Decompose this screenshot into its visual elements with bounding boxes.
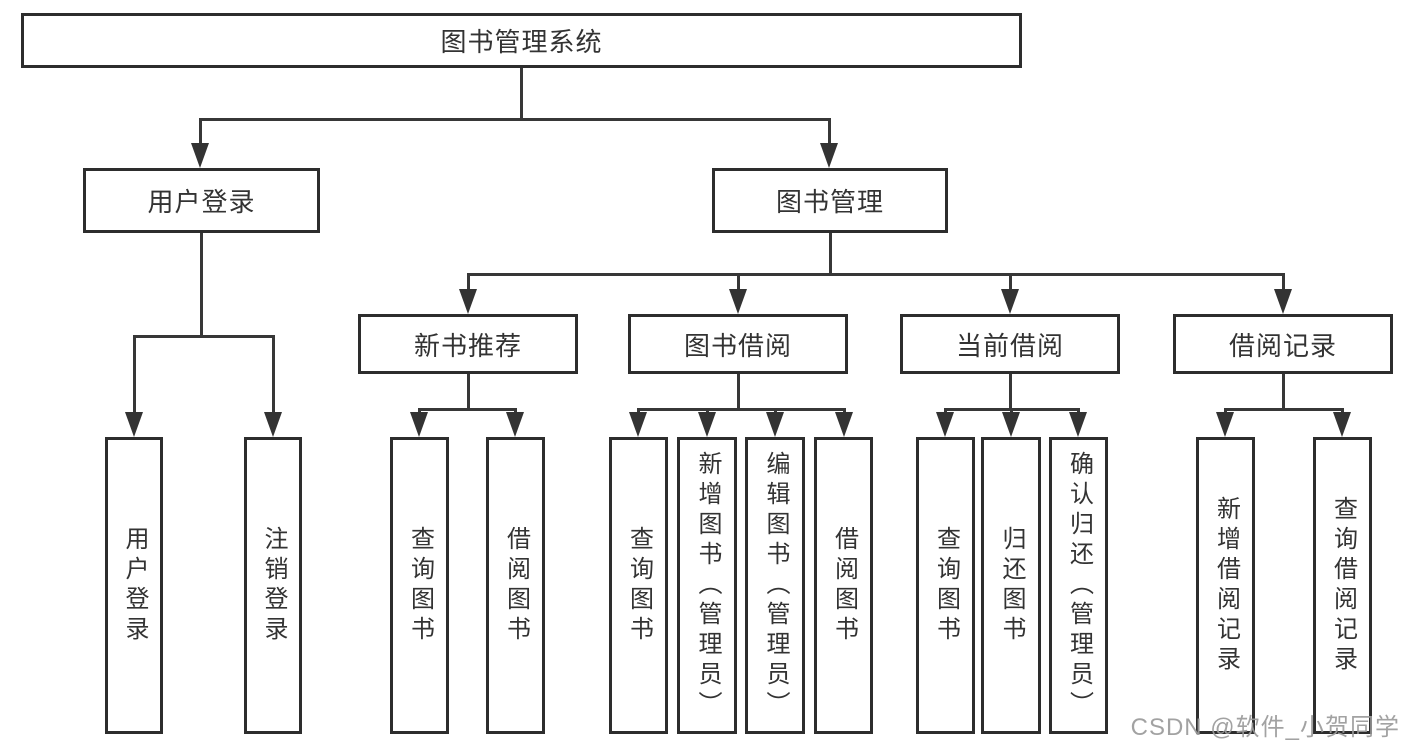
arrow-shaft-line <box>272 335 275 423</box>
connector-vline <box>467 374 470 411</box>
arrow-down-icon <box>459 289 477 314</box>
node-box-user-login: 用户登录 <box>105 437 163 734</box>
connector-hline <box>133 335 275 338</box>
node-box-bb-query-book: 查询图书 <box>609 437 668 734</box>
node-box-user-login-group: 用户登录 <box>83 168 320 233</box>
node-label-br-add-record: 新增借阅记录 <box>1212 495 1240 676</box>
node-box-logout: 注销登录 <box>244 437 302 734</box>
arrow-down-icon <box>1002 412 1020 437</box>
node-label-book-management: 图书管理 <box>775 187 884 217</box>
connector-hline <box>637 408 846 411</box>
arrow-down-icon <box>410 412 428 437</box>
arrow-shaft-line <box>133 335 136 423</box>
node-label-user-login: 用户登录 <box>121 525 148 646</box>
connector-hline <box>467 273 1285 276</box>
connector-hline <box>199 118 831 121</box>
node-box-current-borrow: 当前借阅 <box>900 314 1120 374</box>
arrow-down-icon <box>835 412 853 437</box>
arrow-shaft-line <box>1009 273 1012 300</box>
connector-vline <box>829 233 832 276</box>
node-label-root: 图书管理系统 <box>440 27 603 57</box>
node-box-bb-edit-book: 编辑图书（管理员） <box>745 437 805 734</box>
node-label-book-borrow: 图书借阅 <box>683 330 792 361</box>
arrow-shaft-line <box>737 273 740 300</box>
connector-vline <box>520 68 523 120</box>
arrow-down-icon <box>729 289 747 314</box>
arrow-down-icon <box>191 143 209 168</box>
arrow-shaft-line <box>1282 273 1285 300</box>
connector-vline <box>200 233 203 338</box>
watermark-text: CSDN @软件_小贺同学 <box>1130 714 1400 741</box>
node-box-cb-confirm-return: 确认归还（管理员） <box>1049 437 1108 734</box>
arrow-down-icon <box>698 412 716 437</box>
arrow-down-icon <box>1333 412 1351 437</box>
node-label-nb-borrow-book: 借阅图书 <box>502 525 530 646</box>
arrow-down-icon <box>264 412 282 437</box>
connector-vline <box>737 374 740 411</box>
arrow-shaft-line <box>828 118 831 154</box>
node-label-user-login-group: 用户登录 <box>147 187 256 217</box>
node-label-new-book-recommend: 新书推荐 <box>413 330 522 361</box>
node-box-book-management: 图书管理 <box>712 168 948 233</box>
arrow-down-icon <box>1216 412 1234 437</box>
node-box-bb-borrow-book: 借阅图书 <box>814 437 873 734</box>
node-box-nb-query-book: 查询图书 <box>390 437 449 734</box>
arrow-shaft-line <box>199 118 202 154</box>
arrow-down-icon <box>820 143 838 168</box>
node-box-borrow-records: 借阅记录 <box>1173 314 1393 374</box>
node-label-nb-query-book: 查询图书 <box>406 525 434 646</box>
connector-vline <box>1282 374 1285 411</box>
node-box-br-add-record: 新增借阅记录 <box>1196 437 1255 734</box>
node-box-book-borrow: 图书借阅 <box>628 314 848 374</box>
node-label-bb-query-book: 查询图书 <box>625 525 653 646</box>
node-label-cb-return-book: 归还图书 <box>998 525 1025 646</box>
node-label-logout: 注销登录 <box>260 525 287 646</box>
arrow-down-icon <box>629 412 647 437</box>
arrow-down-icon <box>1274 289 1292 314</box>
node-box-cb-return-book: 归还图书 <box>981 437 1041 734</box>
node-box-new-book-recommend: 新书推荐 <box>358 314 578 374</box>
arrow-down-icon <box>1001 289 1019 314</box>
node-label-bb-borrow-book: 借阅图书 <box>830 525 858 646</box>
node-label-current-borrow: 当前借阅 <box>955 330 1064 361</box>
arrow-shaft-line <box>467 273 470 300</box>
connector-vline <box>1009 374 1012 411</box>
node-box-root: 图书管理系统 <box>21 13 1022 68</box>
node-label-borrow-records: 借阅记录 <box>1228 330 1337 361</box>
node-box-bb-add-book: 新增图书（管理员） <box>677 437 737 734</box>
node-label-cb-confirm-return: 确认归还（管理员） <box>1065 450 1093 721</box>
arrow-down-icon <box>506 412 524 437</box>
connector-hline <box>1224 408 1344 411</box>
node-label-bb-add-book: 新增图书（管理员） <box>694 450 721 721</box>
node-label-bb-edit-book: 编辑图书（管理员） <box>762 450 789 721</box>
node-box-cb-query-book: 查询图书 <box>916 437 975 734</box>
node-label-cb-query-book: 查询图书 <box>932 525 960 646</box>
node-label-br-query-record: 查询借阅记录 <box>1329 495 1357 676</box>
connector-hline <box>418 408 517 411</box>
node-box-nb-borrow-book: 借阅图书 <box>486 437 545 734</box>
arrow-down-icon <box>1069 412 1087 437</box>
arrow-down-icon <box>936 412 954 437</box>
node-box-br-query-record: 查询借阅记录 <box>1313 437 1372 734</box>
arrow-down-icon <box>766 412 784 437</box>
arrow-down-icon <box>125 412 143 437</box>
